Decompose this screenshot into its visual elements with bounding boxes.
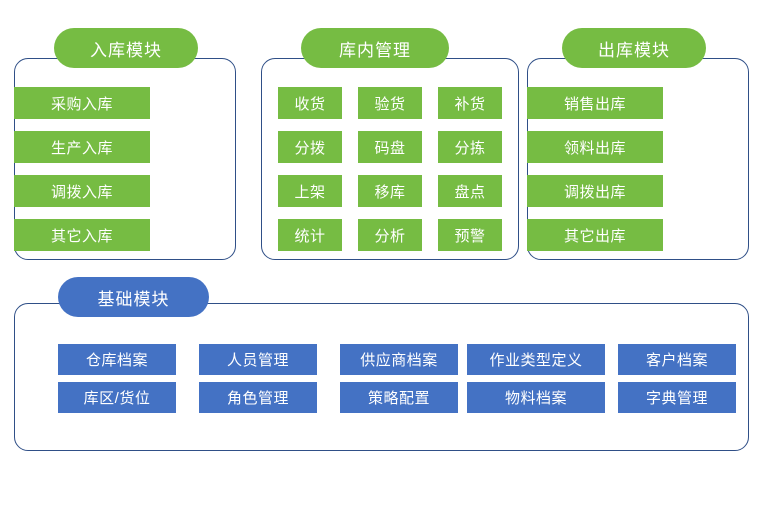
module-title-outbound: 出库模块 — [562, 28, 706, 68]
item-outbound-2[interactable]: 调拨出库 — [527, 175, 663, 207]
item-base-3[interactable]: 作业类型定义 — [467, 344, 605, 375]
item-internal-1[interactable]: 验货 — [358, 87, 422, 119]
item-base-1[interactable]: 人员管理 — [199, 344, 317, 375]
item-inbound-2[interactable]: 调拨入库 — [14, 175, 150, 207]
item-internal-6[interactable]: 上架 — [278, 175, 342, 207]
item-internal-2[interactable]: 补货 — [438, 87, 502, 119]
outbound-items-group: 销售出库 领料出库 调拨出库 其它出库 — [527, 58, 749, 260]
module-title-internal: 库内管理 — [301, 28, 449, 68]
item-internal-11[interactable]: 预警 — [438, 219, 502, 251]
item-internal-9[interactable]: 统计 — [278, 219, 342, 251]
item-base-0[interactable]: 仓库档案 — [58, 344, 176, 375]
item-inbound-3[interactable]: 其它入库 — [14, 219, 150, 251]
item-internal-4[interactable]: 码盘 — [358, 131, 422, 163]
inbound-items-group: 采购入库 生产入库 调拨入库 其它入库 — [14, 58, 236, 260]
module-title-base: 基础模块 — [58, 277, 209, 317]
item-internal-7[interactable]: 移库 — [358, 175, 422, 207]
item-internal-0[interactable]: 收货 — [278, 87, 342, 119]
item-internal-3[interactable]: 分拨 — [278, 131, 342, 163]
item-internal-8[interactable]: 盘点 — [438, 175, 502, 207]
item-outbound-0[interactable]: 销售出库 — [527, 87, 663, 119]
item-base-8[interactable]: 物料档案 — [467, 382, 605, 413]
item-base-4[interactable]: 客户档案 — [618, 344, 736, 375]
item-outbound-1[interactable]: 领料出库 — [527, 131, 663, 163]
item-base-9[interactable]: 字典管理 — [618, 382, 736, 413]
item-base-2[interactable]: 供应商档案 — [340, 344, 458, 375]
item-base-7[interactable]: 策略配置 — [340, 382, 458, 413]
item-internal-5[interactable]: 分拣 — [438, 131, 502, 163]
internal-items-group: 收货 验货 补货 分拨 码盘 分拣 上架 移库 盘点 统计 分析 预警 — [261, 58, 519, 260]
base-items-group: 仓库档案 人员管理 供应商档案 作业类型定义 客户档案 库区/货位 角色管理 策… — [14, 303, 749, 451]
item-base-5[interactable]: 库区/货位 — [58, 382, 176, 413]
item-inbound-1[interactable]: 生产入库 — [14, 131, 150, 163]
panel-base-module — [14, 303, 749, 451]
item-outbound-3[interactable]: 其它出库 — [527, 219, 663, 251]
item-base-6[interactable]: 角色管理 — [199, 382, 317, 413]
item-internal-10[interactable]: 分析 — [358, 219, 422, 251]
item-inbound-0[interactable]: 采购入库 — [14, 87, 150, 119]
module-title-inbound: 入库模块 — [54, 28, 198, 68]
